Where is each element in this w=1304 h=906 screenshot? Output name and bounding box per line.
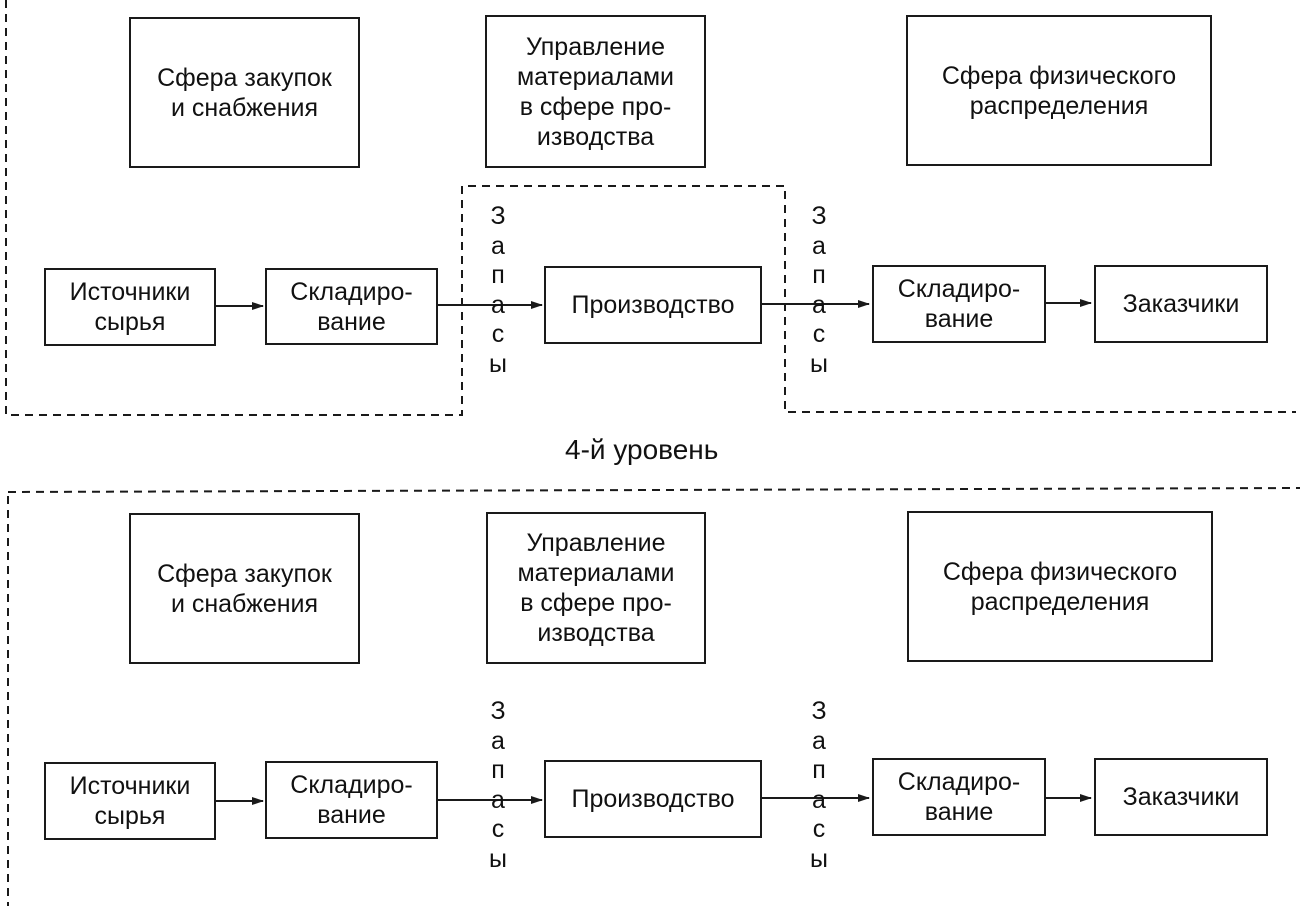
sphere-production-management-box: Управление материалами в сфере про- изво… — [486, 512, 706, 664]
customers-box: Заказчики — [1094, 758, 1268, 836]
sphere-procurement-box: Сфера закупок и снабжения — [129, 513, 360, 664]
level-label: 4-й уровень — [565, 434, 719, 465]
storage-out-box: Складиро- вание — [872, 265, 1046, 343]
storage-out-box: Складиро- вание — [872, 758, 1046, 836]
storage-in-box: Складиро- вание — [265, 761, 438, 839]
stock-out-label: З а п а с ы — [810, 202, 828, 378]
stock-in-label: З а п а с ы — [489, 697, 507, 873]
sphere-procurement-box: Сфера закупок и снабжения — [129, 17, 360, 168]
customers-box: Заказчики — [1094, 265, 1268, 343]
stock-out-label: З а п а с ы — [810, 697, 828, 873]
production-box: Производство — [544, 760, 762, 838]
sphere-distribution-box: Сфера физического распределения — [906, 15, 1212, 166]
stock-in-label: З а п а с ы — [489, 202, 507, 378]
sources-box: Источники сырья — [44, 268, 216, 346]
top-level-dashed-boundary — [5, 0, 1296, 416]
sphere-distribution-box: Сфера физического распределения — [907, 511, 1213, 662]
sphere-production-management-box: Управление материалами в сфере про- изво… — [485, 15, 706, 168]
storage-in-box: Складиро- вание — [265, 268, 438, 345]
level-divider-dashed — [7, 487, 1301, 493]
production-box: Производство — [544, 266, 762, 344]
sources-box: Источники сырья — [44, 762, 216, 840]
